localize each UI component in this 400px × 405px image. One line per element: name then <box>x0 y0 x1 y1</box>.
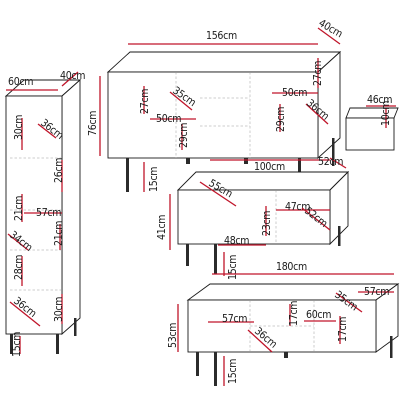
dimension-label: 180cm <box>276 261 307 273</box>
dimension-label: 27cm <box>312 61 324 86</box>
sideboard: 156cm 40cm 76cm 27cm 35cm 50cm 29cm 50cm… <box>87 17 344 192</box>
dimension-label: 156cm <box>206 30 237 42</box>
dimension-label: 27cm <box>139 89 151 114</box>
dimension-label: 21cm <box>53 221 65 246</box>
dimension-label: 100cm <box>254 161 285 173</box>
dimension-label: 52cm <box>318 156 343 168</box>
dimension-label: 15cm <box>148 167 160 192</box>
dimension-label: 17cm <box>288 301 300 326</box>
dimension-label: 26cm <box>53 158 65 183</box>
dimension-label: 60cm <box>8 76 33 88</box>
dimension-line <box>329 157 347 169</box>
dimension-label: 57cm <box>222 313 247 325</box>
tall-cabinet-leg <box>10 334 13 354</box>
dimension-label: 29cm <box>178 123 190 148</box>
dimension-line <box>335 292 363 313</box>
dimension-label: 50cm <box>282 87 307 99</box>
tv-stand-leg <box>390 336 393 358</box>
tv-stand-leg <box>214 352 217 386</box>
dimension-line <box>305 103 329 125</box>
dimension-label: 29cm <box>275 107 287 132</box>
sideboard-foot <box>244 158 248 164</box>
dimension-line <box>317 27 341 45</box>
coffee-table-top <box>176 171 350 191</box>
dimension-label: 30cm <box>53 297 65 322</box>
dimension-line <box>301 207 331 231</box>
coffee-table: 100cm 52cm 41cm 55cm 47cm 23cm 52cm 48cm… <box>156 156 350 280</box>
dimension-label: 48cm <box>224 235 249 247</box>
dimension-label: 76cm <box>87 111 99 136</box>
tv-stand: 180cm 53cm 57cm 36cm 17cm 60cm 17cm 35cm… <box>167 261 400 386</box>
sideboard-front <box>107 71 319 159</box>
dimension-label: 15cm <box>227 359 239 384</box>
dimension-line <box>37 123 57 139</box>
dimension-line <box>9 301 41 327</box>
dimension-line <box>199 181 237 207</box>
sideboard-top <box>106 51 342 73</box>
dimension-line <box>247 329 273 353</box>
sideboard-foot <box>186 158 190 164</box>
dimension-label: 10cm <box>380 101 392 126</box>
dimension-label: 23cm <box>261 211 273 236</box>
tall-cabinet: 60cm 40cm 30cm 36cm 26cm 21cm 57cm 34cm … <box>4 70 86 357</box>
dimension-label: 15cm <box>11 332 23 357</box>
dimension-label: 53cm <box>167 323 179 348</box>
dimension-label: 28cm <box>13 255 25 280</box>
coffee-table-front <box>177 189 331 245</box>
sideboard-leg <box>126 158 129 192</box>
dimension-line <box>61 71 79 87</box>
coffee-table-leg <box>186 244 189 266</box>
dimension-label: 17cm <box>337 317 349 342</box>
dimension-label: 57cm <box>36 207 61 219</box>
tall-cabinet-leg <box>56 334 59 354</box>
dimension-label: 50cm <box>156 113 181 125</box>
coffee-table-leg <box>214 244 217 274</box>
dimension-line <box>169 91 193 111</box>
coffee-table-leg <box>338 226 341 246</box>
dimension-label: 60cm <box>306 309 331 321</box>
dimension-label: 30cm <box>13 115 25 140</box>
dimension-label: 57cm <box>364 286 389 298</box>
tv-stand-foot <box>284 352 288 358</box>
dimension-label: 41cm <box>156 215 168 240</box>
sideboard-leg <box>332 138 335 166</box>
drawer: 46cm 10cm <box>345 94 399 151</box>
dimension-label: 40cm <box>60 70 85 82</box>
tall-cabinet-side <box>61 78 81 336</box>
dimension-label: 15cm <box>227 255 239 280</box>
dimension-label: 46cm <box>367 94 392 106</box>
dimension-label: 21cm <box>13 196 25 221</box>
tv-stand-leg <box>196 352 199 376</box>
tall-cabinet-leg <box>74 318 77 336</box>
dimension-line <box>7 233 29 251</box>
